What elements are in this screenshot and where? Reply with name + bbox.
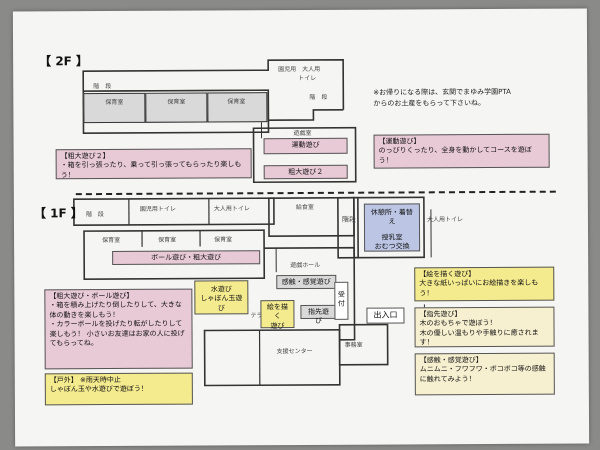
card-sodai-ball-b1: ・箱を積み上げたり倒したりして、大きな体の動きを楽しもう！ [49, 301, 182, 320]
label-yugi-hall: 遊戯ホール [290, 261, 321, 270]
zone-e-kaku: 絵を描く 遊び [260, 300, 295, 330]
label-hoiku-2f-1: 保育室 [105, 98, 124, 107]
zone-e-kaku-label: 絵を描く [266, 303, 288, 321]
zone-undo-2f: 運動遊び [263, 137, 348, 155]
label-toilet-kids-1f: 園児用トイレ [139, 205, 176, 213]
card-e-kaku-body: 大きな紙いっぱいにお絵描きを楽しもう！ [419, 279, 539, 298]
label-stairs-1f: 階 段 [85, 211, 104, 219]
zone-omutsu-label: おむつ交換 [374, 242, 410, 251]
card-yubi: 【指先遊び】 木のおもちゃで遊ぼう！ 木の優しい温もりや手触りに癒されます！ [414, 306, 555, 348]
notice-line-2: からのお土産をもらって下さいね。 [373, 98, 486, 108]
label-toilet-adult-1f-right: 大人用トイレ [426, 216, 463, 224]
label-stairs-1f-mid: 階段 [341, 215, 356, 224]
floor-walls [73, 58, 432, 387]
label-hoiku-2f-2: 保育室 [167, 98, 186, 106]
zone-kyuukei-label: 休憩所・着替え [370, 208, 413, 226]
notice: ※お帰りになる際は、玄関でまゆみ学園PTA からのお土産をもらって下さいね。 [373, 87, 511, 109]
card-sodai-ball-b2: ・カラーボールを投げたり転がしたりして楽しもう！ 小さいお友達はお家の人に投げて… [49, 319, 185, 348]
card-sodai2: 【粗大遊び２】 ・箱を引っ張ったり、乗って引っ張ってもらったり楽しもう！ [55, 148, 252, 180]
label-hoiku-1f-1: 保育室 [102, 236, 121, 245]
zone-shabon-label: しゃぼん玉遊び [200, 294, 243, 313]
zone-ball: ボール遊び・粗大遊び [112, 250, 261, 265]
card-undo-body: のっびりくったり、全身を動かしてコースを遊ぼう！ [378, 146, 532, 165]
label-hoiku-2f-3: 保育室 [227, 98, 246, 106]
label-yugishitsu-2f: 遊戯室 [293, 129, 312, 138]
zone-sodai-2f: 粗大遊び２ [263, 164, 348, 180]
label-hoiku-1f-2: 保育室 [158, 236, 177, 244]
card-undo: 【運動遊び】 のっびりくったり、全身を動かしてコースを遊ぼう！ [373, 133, 550, 169]
card-sodai2-body: ・箱を引っ張ったり、乗って引っ張ってもらったり楽しもう！ [60, 160, 242, 180]
label-zenshitsu: 給食室 [295, 203, 314, 212]
card-yubi-b2: 木の優しい温もりや手触りに癒されます！ [419, 328, 539, 347]
label-shien: 支援センター [276, 347, 313, 356]
floor-2f-heading: 【 2F 】 [39, 54, 89, 69]
card-outdoor-body: しゃぼん玉や水遊びで遊ぼう！ [49, 385, 148, 394]
label-jimu: 事務室 [344, 341, 363, 349]
floor-map-sheet: 【 2F 】 園児用 大人用 トイレ 階 段 階 段 保育室 保育室 保育室 遊… [12, 8, 590, 447]
zone-iriguchi: 出入口 [366, 307, 405, 324]
label-toilet-2f: 園児用 大人用 [278, 65, 321, 74]
card-kansho-body: ムニムニ・フワフワ・ボコボコ等の感触に触れてみよう！ [419, 365, 546, 384]
label-toilet-adult-1f: 大人用トイレ [213, 205, 250, 213]
card-outdoor: 【戸外】 ※雨天時中止 しゃぼん玉や水遊びで遊ぼう！ [44, 372, 193, 406]
zone-kyuukei: 休憩所・着替え 授乳室 おむつ交換 [363, 203, 421, 252]
zone-uketsuke: 受付 [334, 281, 349, 320]
card-sodai-ball: 【粗大遊び・ボール遊び】 ・箱を積み上げたり倒したりして、大きな体の動きを楽しも… [44, 288, 193, 370]
zone-mizu: 水遊び しゃぼん玉遊び [194, 280, 249, 315]
card-e-kaku: 【絵を描く遊び】 大きな紙いっぱいにお絵描きを楽しもう！ [414, 266, 555, 302]
label-stairs-2f-right: 階 段 [309, 93, 328, 101]
zone-kansho: 感触・感覚遊び [276, 274, 337, 290]
zone-e-asobi-label: 遊び [270, 321, 285, 331]
label-hoiku-1f-3: 保育室 [214, 236, 233, 244]
label-toilet-2f-b: トイレ [298, 74, 317, 83]
label-stairs-2f-left: 階 段 [93, 82, 112, 91]
zone-shikikaku: 指先遊び [300, 304, 337, 325]
floor-1f-heading: 【 1F 】 [33, 206, 83, 221]
notice-line-1: ※お帰りになる際は、玄関でまゆみ学園PTA [373, 87, 511, 97]
card-kansho: 【感触・感覚遊び】 ムニムニ・フワフワ・ボコボコ等の感触に触れてみよう！ [414, 352, 555, 396]
